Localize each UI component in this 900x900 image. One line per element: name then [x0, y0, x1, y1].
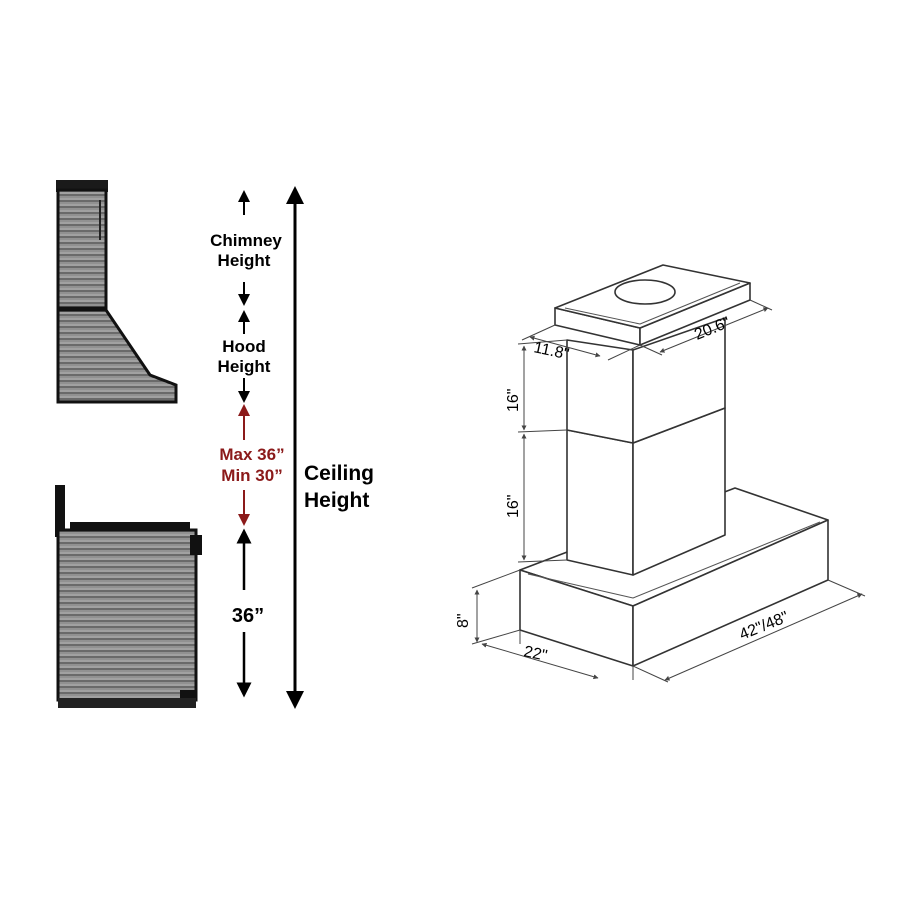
iso-dimension-lines [471, 299, 866, 683]
chimney-depth-label: 11.8" [532, 339, 570, 363]
chimney-upper-front [566, 339, 634, 444]
duct-opening [614, 279, 676, 305]
ceiling-height-label-1: Ceiling [304, 462, 374, 485]
lower-section-label: 16" [505, 495, 522, 518]
hood-height-iso-label: 8" [455, 613, 472, 628]
isometric-hood-drawing [519, 264, 829, 667]
upper-section-label: 16" [505, 389, 522, 412]
hood-depth-label: 22" [522, 643, 549, 665]
max-clearance-label: Max 36” [219, 445, 284, 464]
chimney-height-label-2: Height [218, 251, 271, 270]
hood-height-label-2: Height [218, 357, 271, 376]
hood-height-label-1: Hood [222, 337, 265, 356]
ceiling-height-label-2: Height [304, 489, 369, 512]
side-range-illustration [55, 485, 202, 708]
chimney-height-label-1: Chimney [210, 231, 282, 250]
counter-height-label: 36” [232, 605, 264, 627]
min-clearance-label: Min 30” [221, 466, 282, 485]
chimney-lower-front [566, 429, 634, 576]
side-hood-illustration [56, 180, 178, 404]
